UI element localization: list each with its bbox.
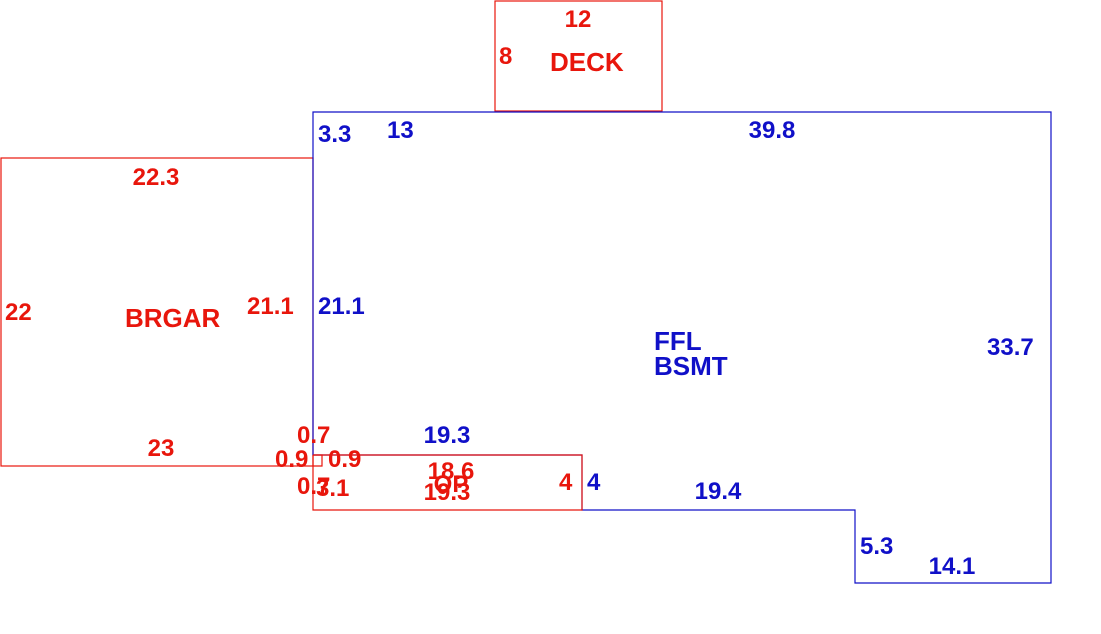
porch-dim-b: 0.9 (275, 446, 308, 473)
garage-dim-top: 22.3 (133, 164, 180, 191)
main-dim-bottom-right: 14.1 (929, 553, 976, 580)
porch-dim-e: 3.1 (316, 475, 349, 502)
main-dim-top-left-short: 3.3 (318, 121, 351, 148)
main-dim-notch-left: 5.3 (860, 533, 893, 560)
porch-outline (312, 454, 583, 511)
main-dim-step-top: 19.3 (424, 422, 471, 449)
main-label-bsmt: BSMT (654, 351, 728, 381)
main-dim-top-left: 13 (387, 117, 414, 144)
main-label-ffl: FFL (654, 326, 702, 356)
porch-dim-a: 0.7 (297, 422, 330, 449)
porch-jog-outline (313, 454, 323, 467)
porch-dim-c: 0.9 (328, 446, 361, 473)
deck-label: DECK (550, 47, 624, 77)
porch-dim-bottom: 19.3 (424, 479, 471, 506)
porch-dim-top: 18.6 (428, 458, 475, 485)
deck-dim-top: 12 (565, 6, 592, 33)
main-dim-right: 33.7 (987, 334, 1034, 361)
porch-label: OP (434, 471, 469, 498)
main-dim-bottom-mid: 19.4 (695, 478, 742, 505)
main-dim-step-right: 4 (587, 469, 601, 496)
main-dim-left: 21.1 (318, 293, 365, 320)
porch-dim-right: 4 (559, 469, 573, 496)
deck-outline (494, 0, 663, 112)
garage-dim-right: 21.1 (247, 293, 294, 320)
porch-dim-d: 0.7 (297, 473, 330, 500)
deck-dim-left: 8 (499, 43, 512, 70)
garage-dim-bottom: 23 (148, 435, 175, 462)
main-dim-top: 39.8 (749, 117, 796, 144)
garage-dim-left: 22 (5, 299, 32, 326)
garage-label: BRGAR (125, 303, 221, 333)
